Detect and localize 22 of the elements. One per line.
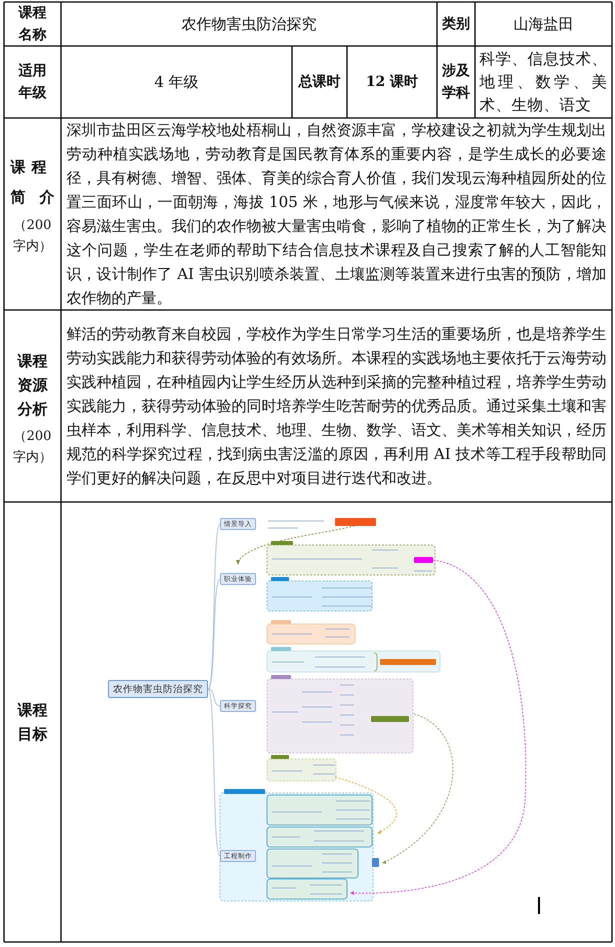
paragraph: 鲜活的劳动教育来自校园，学校作为学生日常学习生活的重要场所，也是培养学生劳动实践能力和获得劳动体验的有效场所。本课程的实践场地主要依托于云海劳动实践种植园，在种植园内让学生经历从选种到采摘的完整种植过程，培养学生劳动实践能力，获得劳动体验的同时培养学生吃苦耐劳的优秀品质。通过采集土壤和害虫样本，利用科学、信息技术、地理、生物、数学、语文、美术等相关知识，经历规范的科学探究过程，找到病虫害泛滥的原因，再利用 AI 技术等工程手段帮助同学们更好的解决问题，在反思中对项目进行迭代和改进。 [66,324,606,489]
cell-text: 4 年级 [154,72,199,92]
cell-note: （200字内） [12,428,53,467]
connector-line [208,688,220,856]
cell-label: 适用年级 [18,62,48,103]
cell-text: 山海盐田 [514,14,574,34]
cell-label: 课程资源分析 [18,351,48,420]
paragraph: 深圳市盐田区云海学校地处梧桐山，自然资源丰富，学校建设之初就为学生规划出劳动种植实践场地，劳动教育是国民教育体系的重要内容，是学生成长的必要途径，具有树德、增智、强体、育美的综合育人价值，我们发现云海种植园所处的位置三面环山，一面朝海，海拔 105 米，地形与气候来说，湿度常年较大，因此，容易滋生害虫。我们的农作物被大量害虫啃食，影响了植物的正常生长，为了解决这个问题，学生在老师的帮助下结合信息技术课程及自己搜索了解的人工智能知识，设计制作了 AI 害虫识别喷杀装置、土壤监测等装置来进行虫害的预防，增加农作物的产量。 [66,120,606,309]
cell-label: 涉及学科 [441,62,471,103]
cell-note: （200字内） [12,217,53,256]
cell-label: 课程简介 [9,157,60,208]
cell-text: 农作物害虫防治探究 [182,14,316,34]
root-topic-box: 农作物害虫防治探究 [108,680,208,698]
cell-label: 总课时 [297,72,342,92]
cell-label: 课程目标 [18,700,48,745]
cell-text: 科学、信息技术、地理、数学、美术、生物、语文 [480,48,608,116]
cell-label: 类别 [441,14,471,34]
cell-text: 12 课时 [366,73,418,91]
connector-line [208,688,220,706]
connector-line [208,578,220,690]
cell-label: 课程名称 [18,4,48,45]
connector-line [208,524,220,690]
